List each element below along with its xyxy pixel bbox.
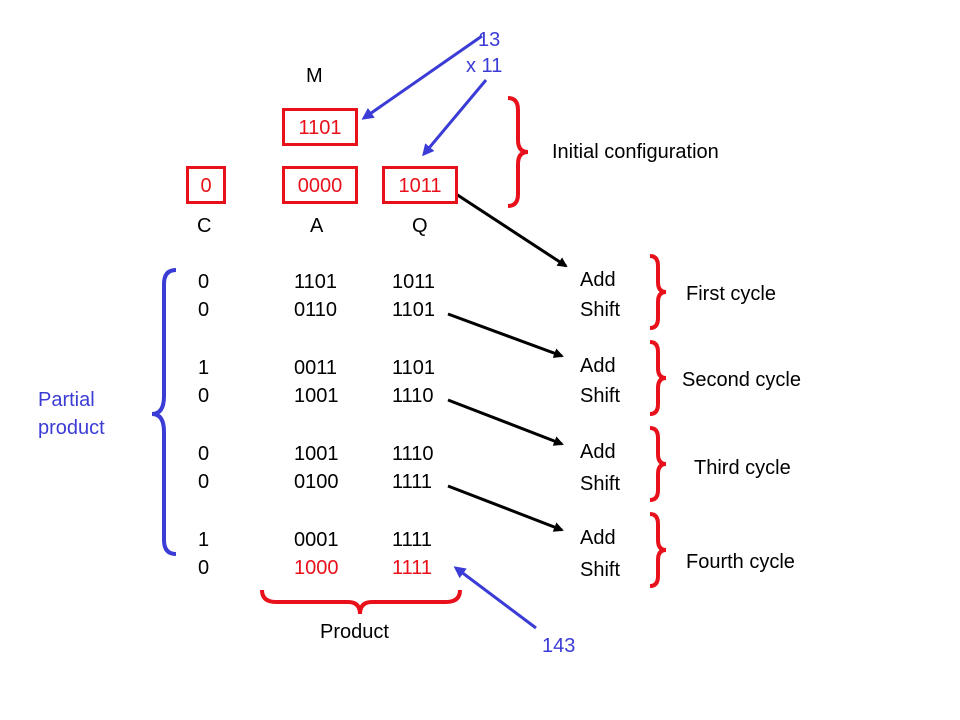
arrow-row4-to-add3 xyxy=(447,398,564,446)
brace-third-cycle xyxy=(649,426,667,502)
op-shift-1: Shift xyxy=(580,299,621,321)
m-label: M xyxy=(306,65,323,87)
op-shift-3: Shift xyxy=(580,473,621,495)
row-5-a: 1001 xyxy=(294,443,339,465)
row-6-c: 0 xyxy=(198,471,210,493)
arrow-11-to-q xyxy=(422,79,488,157)
op-add-2: Add xyxy=(580,355,616,377)
result-value: 143 xyxy=(542,635,576,657)
cycle-label-fourth: Fourth cycle xyxy=(686,551,795,573)
row-6-a: 0100 xyxy=(294,471,339,493)
row-1-c: 0 xyxy=(198,271,210,293)
header-a: A xyxy=(310,215,324,237)
row-4-a: 1001 xyxy=(294,385,339,407)
op-add-4: Add xyxy=(580,527,616,549)
arrow-143-to-product xyxy=(453,566,537,630)
m-register-value: 1101 xyxy=(298,117,342,139)
multiplier-label: x 11 xyxy=(466,55,503,77)
brace-second-cycle xyxy=(649,340,667,416)
header-c: C xyxy=(197,215,212,237)
cycle-label-third: Third cycle xyxy=(694,457,791,479)
arrow-13-to-m xyxy=(361,34,483,120)
row-1-q: 1011 xyxy=(392,271,436,293)
row-3-c: 1 xyxy=(198,357,210,379)
op-add-3: Add xyxy=(580,441,616,463)
row-4-q: 1110 xyxy=(392,385,434,407)
row-4-c: 0 xyxy=(198,385,210,407)
partial-product-label-line1: Partial xyxy=(38,389,95,411)
arrow-init-to-add1 xyxy=(455,192,568,268)
brace-first-cycle xyxy=(649,254,667,330)
row-3-a: 0011 xyxy=(294,357,338,379)
row-3-q: 1101 xyxy=(392,357,436,379)
arrow-row2-to-add2 xyxy=(447,312,564,358)
multiplicand-label: 13 xyxy=(478,29,501,51)
row-5-c: 0 xyxy=(198,443,210,465)
cycle-label-second: Second cycle xyxy=(682,369,801,391)
cycle-label-first: First cycle xyxy=(686,283,776,305)
product-label: Product xyxy=(320,621,389,643)
brace-initial-configuration xyxy=(507,96,529,208)
c-register-value: 0 xyxy=(200,175,212,197)
header-q: Q xyxy=(412,215,428,237)
row-6-q: 1111 xyxy=(392,471,433,493)
op-shift-4: Shift xyxy=(580,559,621,581)
arrow-row6-to-add4 xyxy=(447,484,564,532)
op-add-1: Add xyxy=(580,269,616,291)
row-2-q: 1101 xyxy=(392,299,436,321)
row-1-a: 1101 xyxy=(294,271,338,293)
brace-fourth-cycle xyxy=(649,512,667,588)
row-5-q: 1110 xyxy=(392,443,434,465)
row-7-c: 1 xyxy=(198,529,210,551)
a-register-value: 0000 xyxy=(297,175,343,197)
q-register-value: 1011 xyxy=(398,175,442,197)
c-register-box xyxy=(186,166,226,204)
m-register-box xyxy=(282,108,358,146)
a-register-box xyxy=(282,166,358,204)
brace-partial-product xyxy=(151,268,177,556)
q-register-box xyxy=(382,166,458,204)
row-8-a-product: 1000 xyxy=(294,557,339,579)
row-8-q-product: 1111 xyxy=(392,557,433,579)
row-2-a: 0110 xyxy=(294,299,338,321)
brace-product xyxy=(260,589,462,615)
initial-configuration-label: Initial configuration xyxy=(552,141,719,163)
row-7-a: 0001 xyxy=(294,529,339,551)
op-shift-2: Shift xyxy=(580,385,621,407)
partial-product-label-line2: product xyxy=(38,417,105,439)
row-2-c: 0 xyxy=(198,299,210,321)
row-8-c: 0 xyxy=(198,557,210,579)
row-7-q: 1111 xyxy=(392,529,433,551)
